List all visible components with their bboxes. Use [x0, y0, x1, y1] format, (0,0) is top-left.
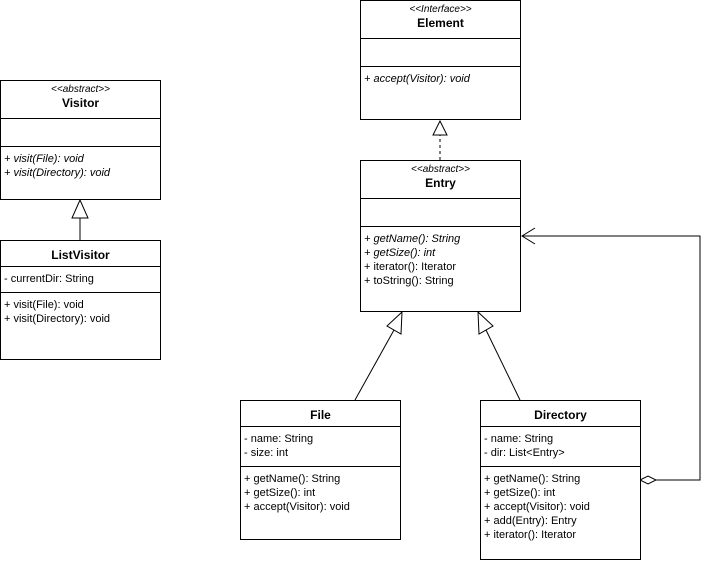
class-directory-attributes: - name: String - dir: List<Entry> — [481, 426, 640, 466]
class-directory[interactable]: Directory - name: String - dir: List<Ent… — [480, 400, 641, 560]
class-directory-name: Directory — [534, 408, 587, 422]
class-visitor-methods: + visit(File): void + visit(Directory): … — [1, 146, 160, 199]
class-file-attributes: - name: String - size: int — [241, 426, 400, 466]
method-getsize: + getSize(): int — [244, 487, 316, 499]
aggregation-diamond — [638, 475, 658, 485]
method-getname: + getName(): String — [364, 233, 461, 245]
method-iterator: + iterator(): Iterator — [484, 529, 577, 541]
generalization-arrowhead-visitor — [71, 198, 89, 219]
class-element-attributes — [361, 38, 520, 66]
class-file-header: File — [241, 401, 400, 422]
class-listvisitor-name: ListVisitor — [51, 248, 110, 262]
class-listvisitor-header: ListVisitor — [1, 241, 160, 262]
class-entry-stereotype: <<abstract>> — [411, 164, 470, 175]
class-entry-header: <<abstract>> Entry — [361, 161, 520, 190]
method-visit-file: + visit(File): void — [4, 153, 84, 165]
attribute-currentdir: - currentDir: String — [4, 273, 94, 285]
method-accept: + accept(Visitor): void — [484, 501, 590, 513]
generalization-arrowhead-file — [386, 310, 403, 335]
method-accept: + accept(Visitor): void — [244, 501, 350, 513]
method-visit-file: + visit(File): void — [4, 299, 84, 311]
method-getsize: + getSize(): int — [484, 487, 556, 499]
attribute-name: - name: String — [244, 433, 314, 445]
method-getname: + getName(): String — [244, 473, 341, 485]
method-iterator: + iterator(): Iterator — [364, 261, 457, 273]
class-listvisitor[interactable]: ListVisitor - currentDir: String + visit… — [0, 240, 161, 360]
method-getname: + getName(): String — [484, 473, 581, 485]
method-tostring: + toString(): String — [364, 275, 454, 287]
class-file-name: File — [310, 408, 331, 422]
class-file[interactable]: File - name: String - size: int + getNam… — [240, 400, 401, 540]
method-visit-directory: + visit(Directory): void — [4, 313, 111, 325]
class-visitor-header: <<abstract>> Visitor — [1, 81, 160, 110]
class-listvisitor-methods: + visit(File): void + visit(Directory): … — [1, 292, 160, 359]
generalization-line-file-entry — [354, 329, 395, 401]
method-visit-directory: + visit(Directory): void — [4, 167, 111, 179]
attribute-size: - size: int — [244, 447, 289, 459]
class-listvisitor-attributes: - currentDir: String — [1, 266, 160, 292]
class-file-methods: + getName(): String + getSize(): int + a… — [241, 466, 400, 539]
class-visitor-stereotype: <<abstract>> — [51, 84, 110, 95]
aggregation-line-directory-entry — [522, 235, 701, 481]
class-entry-methods: + getName(): String + getSize(): int + i… — [361, 226, 520, 311]
class-element-name: Element — [417, 16, 464, 30]
attribute-name: - name: String — [484, 433, 554, 445]
class-directory-header: Directory — [481, 401, 640, 422]
class-visitor-name: Visitor — [61, 96, 100, 110]
class-element-methods: + accept(Visitor): void — [361, 66, 520, 119]
class-entry-attributes — [361, 198, 520, 226]
generalization-line-directory-entry — [485, 329, 521, 401]
class-element-header: <<Interface>> Element — [361, 1, 520, 30]
class-visitor[interactable]: <<abstract>> Visitor + visit(File): void… — [0, 80, 161, 200]
method-add: + add(Entry): Entry — [484, 515, 577, 527]
class-entry-name: Entry — [425, 176, 456, 190]
generalization-arrowhead-directory — [477, 310, 494, 335]
realization-arrowhead — [432, 119, 448, 136]
aggregation-arrowhead-entry — [521, 227, 536, 245]
class-visitor-attributes — [1, 118, 160, 146]
method-accept: + accept(Visitor): void — [364, 73, 470, 85]
class-element-stereotype: <<Interface>> — [409, 4, 472, 15]
method-getsize: + getSize(): int — [364, 247, 436, 259]
class-element[interactable]: <<Interface>> Element + accept(Visitor):… — [360, 0, 521, 120]
class-directory-methods: + getName(): String + getSize(): int + a… — [481, 466, 640, 559]
class-entry[interactable]: <<abstract>> Entry + getName(): String +… — [360, 160, 521, 312]
attribute-dir: - dir: List<Entry> — [484, 447, 565, 459]
